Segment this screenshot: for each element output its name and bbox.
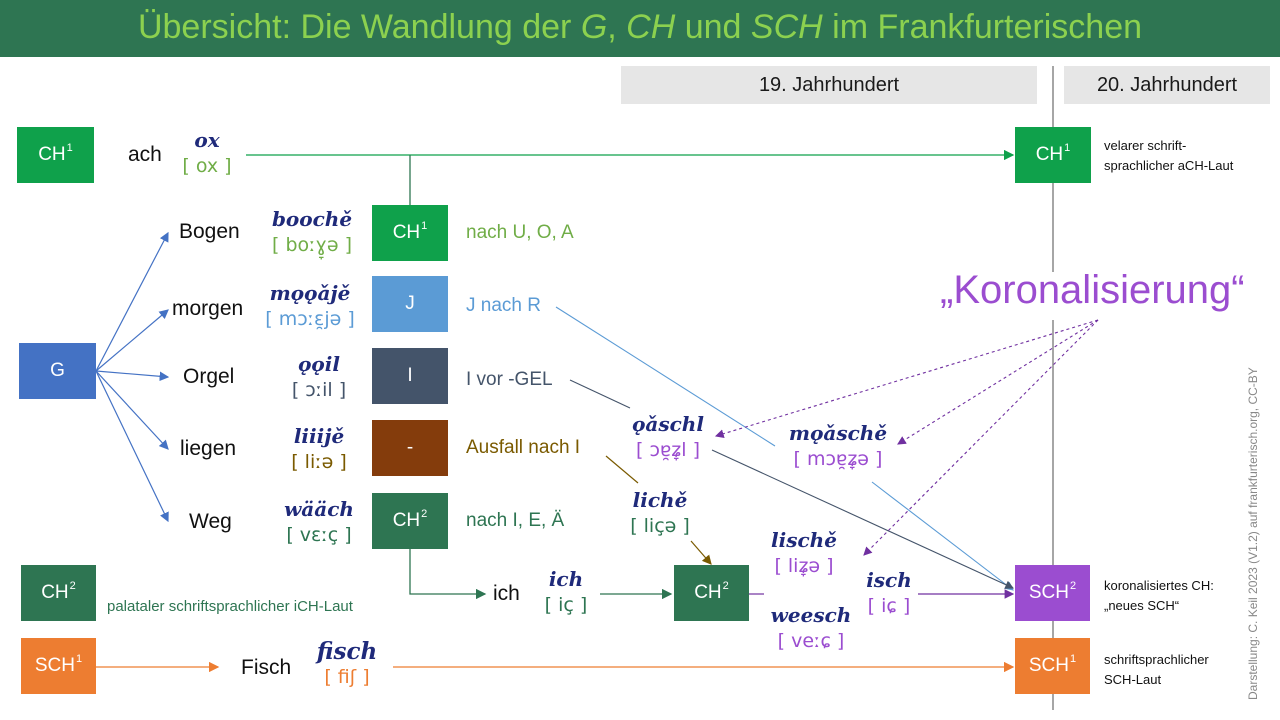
rule-j: J nach R: [466, 295, 541, 316]
dialect-moasche: mǫǎschě [ mɔɐ̯ʑ̞ə ]: [788, 421, 888, 470]
word-fisch: Fisch: [241, 656, 292, 679]
j-box: J: [372, 276, 448, 332]
word-orgel: Orgel: [183, 365, 235, 388]
dialect-ooil: ǫǫil [ ɔːil ]: [291, 352, 347, 401]
title-bar: [0, 0, 1280, 57]
dialect-oaschl: ǫǎschl [ ɔɐ̯ʑ̞l ]: [632, 412, 704, 461]
dialect-weesch: weesch [ veːɕ ]: [770, 603, 852, 652]
credit-text: Darstellung: C. Keil 2023 (V1.2) auf fra…: [1246, 367, 1260, 700]
rule-ch1: nach U, O, A: [466, 222, 574, 243]
rule-ch2: nach I, E, Ä: [466, 510, 565, 531]
page-title: Übersicht: Die Wandlung der G, CH und SC…: [137, 8, 1143, 46]
word-liegen: liegen: [180, 437, 237, 460]
column-header-19: 19. Jahrhundert: [621, 66, 1037, 104]
dialect-isch: isch [ iɕ ]: [866, 568, 912, 617]
note-sch2-right: koronalisiertes CH:„neues SCH“: [1104, 578, 1214, 613]
dialect-moeoaje: mǫǫǎjě [ mɔːɛ̯jə ]: [265, 281, 355, 330]
rule-i: I vor -GEL: [466, 369, 553, 390]
dialect-liche: lichě [ liçə ]: [630, 488, 690, 537]
rule-dash: Ausfall nach I: [466, 437, 581, 458]
word-weg: Weg: [189, 510, 232, 533]
dialect-ich: ich [ iç ]: [544, 567, 588, 616]
note-ch1-right: velarer schrift-sprachlicher aCH-Laut: [1104, 138, 1234, 173]
word-ich: ich: [493, 582, 520, 605]
dash-box: -: [372, 420, 448, 476]
dialect-lische: lischě [ liʑ̞ə ]: [771, 528, 837, 577]
dialect-booche: boochě [ boːɣ̞ə ]: [271, 207, 353, 256]
dialect-fisch: fisch [ fiʃ ]: [316, 638, 378, 688]
dialect-liiije: liiijě [ liːə ]: [291, 424, 347, 473]
g-box: G: [19, 343, 96, 399]
dialect-waeaech: wääch [ vɛːç ]: [284, 497, 354, 546]
i-box: I: [372, 348, 448, 404]
dialect-ox: ox [ ox ]: [182, 128, 232, 177]
word-ach: ach: [128, 143, 162, 166]
note-ch2-left: palataler schriftsprachlicher iCH-Laut: [107, 598, 353, 615]
koronalisierung-label: „Koronalisierung“: [940, 268, 1245, 312]
column-header-20: 20. Jahrhundert: [1064, 66, 1270, 104]
word-morgen: morgen: [172, 297, 244, 320]
word-bogen: Bogen: [179, 220, 240, 243]
